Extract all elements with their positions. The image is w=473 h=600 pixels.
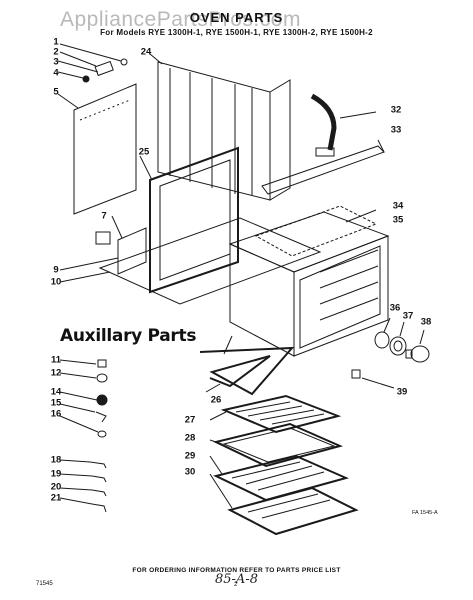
callout-38: 38 (420, 316, 432, 328)
page-title: OVEN PARTS (189, 10, 284, 25)
figure-code: FA 1545-A (412, 510, 438, 516)
page-number: 2 (234, 582, 238, 588)
part-base-plate-10 (59, 217, 322, 305)
callout-12: 12 (50, 367, 62, 379)
callout-1: 1 (53, 36, 59, 48)
callout-3: 3 (53, 56, 59, 68)
part-bake-element-26 (199, 335, 295, 396)
callout-34: 34 (392, 200, 404, 212)
callout-25: 25 (138, 146, 150, 158)
callout-28: 28 (184, 432, 196, 444)
part-top-bracket-33 (261, 139, 385, 195)
callout-15: 15 (50, 397, 62, 409)
aux-part-14-16 (59, 391, 108, 438)
part-gasket-34 (254, 205, 378, 257)
callout-2: 2 (53, 46, 59, 58)
part-oven-rack-27 (209, 394, 342, 434)
callout-27: 27 (184, 414, 196, 426)
callout-16: 16 (50, 408, 62, 420)
part-clip-39 (351, 369, 395, 389)
callout-4: 4 (53, 67, 59, 79)
part-liner-24 (149, 53, 291, 201)
callout-5: 5 (53, 86, 59, 98)
document-code: 71545 (36, 581, 53, 587)
callout-9: 9 (53, 264, 59, 276)
callout-19: 19 (50, 468, 62, 480)
part-broil-pan-28 (209, 422, 343, 468)
callout-21: 21 (50, 492, 62, 504)
part-lamp-bulb-38 (405, 329, 430, 363)
callout-18: 18 (50, 454, 62, 466)
callout-29: 29 (184, 450, 196, 462)
callout-24: 24 (140, 46, 152, 58)
ordering-info-note: FOR ORDERING INFORMATION REFER TO PARTS … (132, 567, 341, 574)
watermark: AppliancePartsPros.com (60, 8, 301, 31)
callout-33: 33 (390, 124, 402, 136)
callout-32: 32 (390, 104, 402, 116)
callout-14: 14 (50, 386, 62, 398)
callout-10: 10 (50, 276, 62, 288)
callout-36: 36 (389, 302, 401, 314)
part-vent-tube-32 (310, 93, 377, 157)
part-oven-rack-29 (209, 454, 349, 502)
part-back-panel-5 (57, 83, 137, 215)
callout-7: 7 (101, 210, 107, 222)
part-lower-rack-30 (209, 473, 359, 536)
part-bracket-2-3 (57, 51, 114, 77)
part-front-frame-25 (139, 146, 239, 294)
aux-part-18-21 (59, 459, 107, 513)
part-screw-1 (59, 43, 128, 66)
part-screw-4 (57, 71, 90, 83)
callout-26: 26 (210, 394, 222, 406)
aux-part-11-12 (59, 359, 108, 383)
model-list: For Models RYE 1300H-1, RYE 1500H-1, RYE… (100, 28, 373, 37)
auxiliary-parts-heading: Auxillary Parts (60, 326, 197, 346)
part-lamp-socket-36 (374, 317, 391, 349)
part-oven-cavity-35 (228, 211, 390, 357)
part-bracket-7-9 (59, 215, 147, 275)
callout-37: 37 (402, 310, 414, 322)
part-lamp-ring-37 (389, 321, 407, 356)
callout-35: 35 (392, 214, 404, 226)
callout-39: 39 (396, 386, 408, 398)
callout-30: 30 (184, 466, 196, 478)
handwritten-note: 85-A-8 (215, 572, 258, 587)
callout-20: 20 (50, 481, 62, 493)
callout-11: 11 (50, 354, 62, 366)
